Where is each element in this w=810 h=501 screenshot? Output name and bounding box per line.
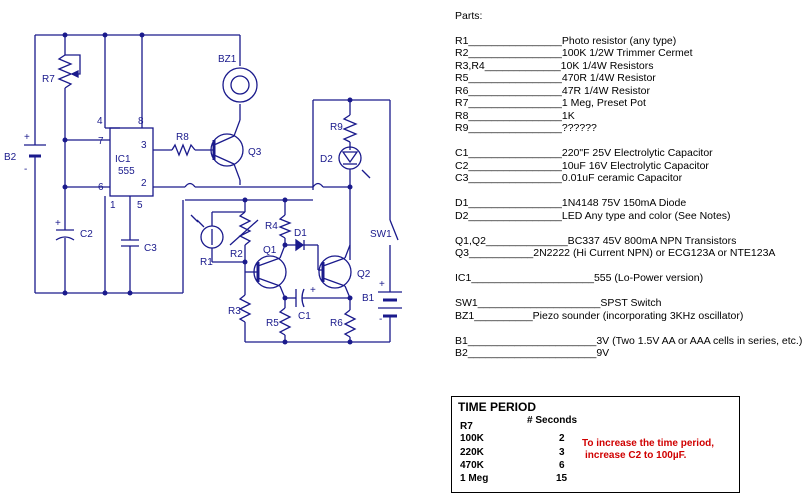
note-line-1: To increase the time period,: [582, 438, 715, 449]
part-row: [455, 135, 805, 148]
label-r5: R5: [266, 318, 279, 329]
label-r7: R7: [42, 74, 55, 85]
part-row: [455, 260, 805, 273]
note-line-2: increase C2 to 100µF.: [585, 450, 687, 461]
label-pin3: 3: [141, 140, 147, 151]
part-row: SW1_____________________SPST Switch: [455, 297, 662, 309]
part-row: Q1,Q2______________BC337 45V 800mA NPN T…: [455, 234, 737, 247]
part-row: R2________________100K 1/2W Trimmer Cerm…: [455, 47, 693, 59]
part-row: R3,R4_____________10K 1/4W Resistors: [455, 59, 654, 72]
label-c2: C2: [80, 229, 93, 240]
label-r1: R1: [200, 257, 213, 268]
label-b1-plus: +: [379, 279, 385, 290]
part-row: R9________________??????: [455, 122, 597, 134]
label-r2: R2: [230, 249, 243, 260]
label-r9: R9: [330, 122, 343, 133]
column-header-r7: R7: [460, 421, 473, 432]
table-cell-r7: 220K: [460, 447, 484, 458]
table-cell-seconds: 3: [559, 447, 565, 458]
label-b1: B1: [362, 293, 375, 304]
label-r6: R6: [330, 318, 343, 329]
label-pin2: 2: [141, 178, 147, 189]
label-sw1: SW1: [370, 229, 392, 240]
label-c1-plus: +: [310, 285, 316, 296]
part-row: R7________________1 Meg, Preset Pot: [455, 97, 646, 109]
label-b2: B2: [4, 152, 17, 163]
label-b2-minus: -: [24, 164, 27, 175]
parts-list: Parts: R1________________Photo resistor …: [455, 10, 805, 360]
label-q3: Q3: [248, 147, 262, 158]
part-row: B1______________________3V (Two 1.5V AA …: [455, 334, 803, 347]
label-bz1: BZ1: [218, 54, 237, 65]
time-period-title: TIME PERIOD: [458, 400, 537, 414]
time-period-note: To increase the time period, increase C2…: [582, 438, 714, 462]
time-period-table: TIME PERIOD R7 # Seconds 100K 2 220K 3 4…: [451, 396, 740, 493]
column-header-seconds: # Seconds: [527, 415, 578, 426]
label-d2: D2: [320, 154, 333, 165]
label-b2-plus: +: [24, 132, 30, 143]
part-row: R1________________Photo resistor (any ty…: [455, 34, 677, 47]
part-row: R6________________47R 1/4W Resistor: [455, 84, 650, 97]
label-pin5: 5: [137, 200, 143, 211]
label-pin1: 1: [110, 200, 116, 211]
table-cell-seconds: 2: [559, 433, 565, 444]
part-row: C1________________220"F 25V Electrolytic…: [455, 147, 713, 159]
part-row: Q3___________2N2222 (Hi Current NPN) or …: [455, 247, 776, 259]
part-row: [455, 185, 805, 198]
part-row: BZ1__________Piezo sounder (incorporatin…: [455, 309, 744, 322]
part-row: D1________________1N4148 75V 150mA Diode: [455, 197, 687, 209]
part-row: IC1_____________________555 (Lo-Power ve…: [455, 272, 704, 284]
table-cell-r7: 100K: [460, 433, 484, 444]
part-row: [455, 322, 805, 335]
part-row: [455, 285, 805, 298]
label-ic1: IC1: [115, 154, 131, 165]
label-d1: D1: [294, 228, 307, 239]
label-r8: R8: [176, 132, 189, 143]
label-c1: C1: [298, 311, 311, 322]
parts-heading: Parts:: [455, 10, 483, 22]
part-row: R5________________470R 1/4W Resistor: [455, 72, 656, 84]
label-q2: Q2: [357, 269, 371, 280]
label-q1: Q1: [263, 245, 277, 256]
part-row: R8________________1K: [455, 109, 575, 122]
table-cell-seconds: 15: [556, 473, 568, 484]
part-row: B2______________________9V: [455, 347, 610, 359]
part-row: D2________________LED Any type and color…: [455, 209, 731, 222]
label-pin4: 4: [97, 116, 103, 127]
label-c3: C3: [144, 243, 157, 254]
label-r3: R3: [228, 306, 241, 317]
label-pin8: 8: [138, 116, 144, 127]
label-b1-minus: -: [379, 314, 382, 325]
part-row: C2________________10uF 16V Electrolytic …: [455, 159, 709, 172]
table-cell-r7: 470K: [460, 460, 484, 471]
label-c2-plus: +: [55, 218, 61, 229]
circuit-schematic: R7 B2 + - C2 + C3 IC1 555 4 8 7 3 6 2 1 …: [4, 32, 402, 345]
part-row: [455, 222, 805, 235]
label-pin6: 6: [98, 182, 104, 193]
label-pin7: 7: [98, 136, 104, 147]
label-r4: R4: [265, 221, 278, 232]
table-cell-r7: 1 Meg: [460, 473, 489, 484]
label-ic1-model: 555: [118, 166, 135, 177]
part-row: C3________________0.01uF ceramic Capacit…: [455, 172, 683, 184]
table-cell-seconds: 6: [559, 460, 565, 471]
